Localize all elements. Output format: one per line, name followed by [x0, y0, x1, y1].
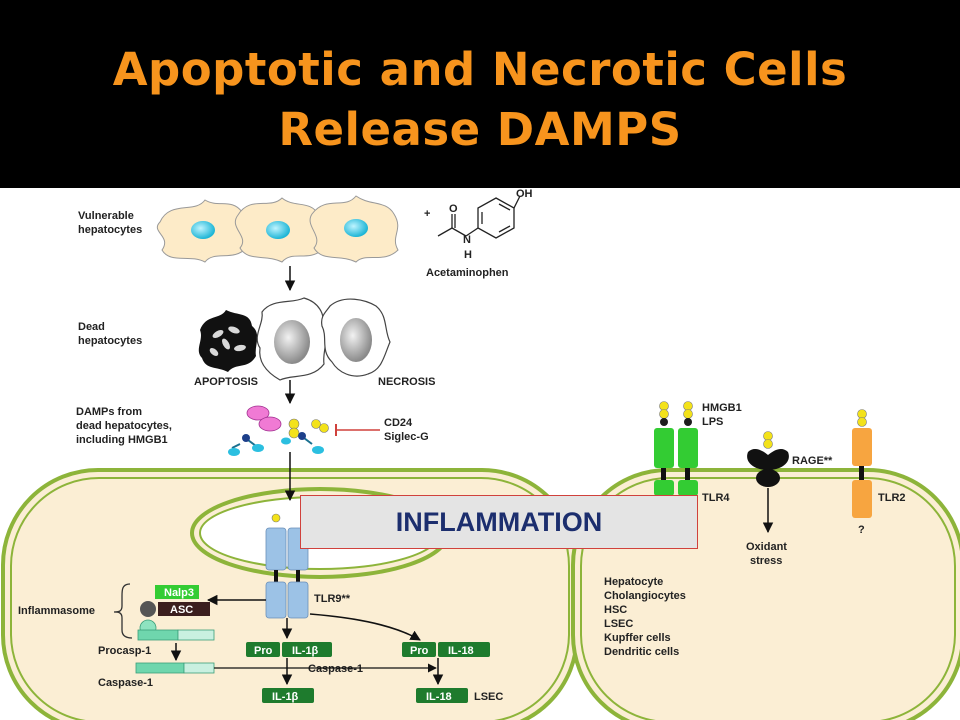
- oxidant-label-1: Oxidant: [746, 541, 787, 553]
- pro-il1b: Pro IL-1β: [246, 642, 332, 657]
- tlr9-label: TLR9**: [314, 593, 351, 605]
- damps-label-3: including HMGB1: [76, 434, 168, 446]
- siglec-label: Siglec-G: [384, 431, 429, 443]
- lsec-label: LSEC: [474, 691, 503, 703]
- damps-diagram: Vulnerable hepatocytes + OH O N H Acetam…: [1, 188, 960, 720]
- il1b-mature: IL-1β: [262, 688, 314, 703]
- necrotic-cell-2: [321, 298, 391, 377]
- damps-label-2: dead hepatocytes,: [76, 420, 172, 432]
- cell-type-item: Hepatocyte: [604, 576, 663, 588]
- cell-type-item: Cholangiocytes: [604, 590, 686, 602]
- svg-text:Pro: Pro: [254, 645, 273, 657]
- title-line-1: Apoptotic and Necrotic Cells: [112, 43, 848, 96]
- tlr4-label: TLR4: [702, 492, 730, 504]
- o-label: O: [449, 203, 458, 215]
- cell-type-list: Hepatocyte Cholangiocytes HSC LSEC Kupff…: [604, 576, 686, 658]
- asc-box: ASC: [140, 601, 210, 617]
- vulnerable-label-2: hepatocytes: [78, 224, 142, 236]
- cell-type-item: HSC: [604, 604, 627, 616]
- rage-label: RAGE**: [792, 455, 833, 467]
- dead-label-2: hepatocytes: [78, 335, 142, 347]
- svg-text:IL-1β: IL-1β: [272, 691, 299, 703]
- svg-text:IL-18: IL-18: [426, 691, 452, 703]
- cell-type-item: LSEC: [604, 618, 633, 630]
- lps-label: LPS: [702, 416, 723, 428]
- procaspase-complex: [137, 619, 215, 641]
- necrotic-cell-1: [256, 297, 327, 381]
- acetaminophen-structure: [437, 195, 521, 239]
- apoptotic-cell: [198, 310, 258, 372]
- svg-text:Pro: Pro: [410, 645, 429, 657]
- title-bar: Apoptotic and Necrotic Cells Release DAM…: [0, 0, 960, 188]
- rage-receptor: [747, 431, 789, 487]
- oxidant-label-2: stress: [750, 555, 782, 567]
- caspase1-bar: [135, 662, 215, 674]
- tlr2-receptor: [852, 409, 872, 518]
- cell-type-item: Kupffer cells: [604, 632, 671, 644]
- svg-text:Nalp3: Nalp3: [164, 587, 194, 599]
- vulnerable-label-1: Vulnerable: [78, 210, 134, 222]
- inflammation-box: INFLAMMATION: [300, 495, 698, 549]
- hmgb1-label: HMGB1: [702, 402, 742, 414]
- nalp3-box: Nalp3: [155, 585, 199, 599]
- damps-label-1: DAMPs from: [76, 406, 142, 418]
- apoptosis-label: APOPTOSIS: [194, 376, 258, 388]
- caspase1-mid-label: Caspase-1: [308, 663, 363, 675]
- acetaminophen-label: Acetaminophen: [426, 267, 509, 279]
- oh-label: OH: [516, 188, 533, 200]
- inflammasome-label: Inflammasome: [18, 605, 95, 617]
- cell-type-item: Dendritic cells: [604, 646, 679, 658]
- vulnerable-hepatocytes: [157, 195, 399, 263]
- h-label: H: [464, 249, 472, 261]
- damp-molecules: [228, 405, 329, 456]
- caspase1-left-label: Caspase-1: [98, 677, 153, 689]
- question-label: ?: [858, 524, 865, 536]
- svg-text:IL-1β: IL-1β: [292, 645, 319, 657]
- cd24-label: CD24: [384, 417, 413, 429]
- pro-il18: Pro IL-18: [402, 642, 490, 657]
- tlr4-receptor: [654, 401, 698, 496]
- plus-sign: +: [424, 208, 430, 220]
- necrosis-label: NECROSIS: [378, 376, 435, 388]
- slide-title: Apoptotic and Necrotic Cells Release DAM…: [0, 40, 960, 160]
- n-label: N: [463, 234, 471, 246]
- tlr2-label: TLR2: [878, 492, 906, 504]
- svg-text:ASC: ASC: [170, 604, 193, 616]
- title-line-2: Release DAMPS: [278, 103, 682, 156]
- dead-label-1: Dead: [78, 321, 105, 333]
- procasp-label: Procasp-1: [98, 645, 151, 657]
- il18-mature: IL-18: [416, 688, 468, 703]
- svg-text:IL-18: IL-18: [448, 645, 474, 657]
